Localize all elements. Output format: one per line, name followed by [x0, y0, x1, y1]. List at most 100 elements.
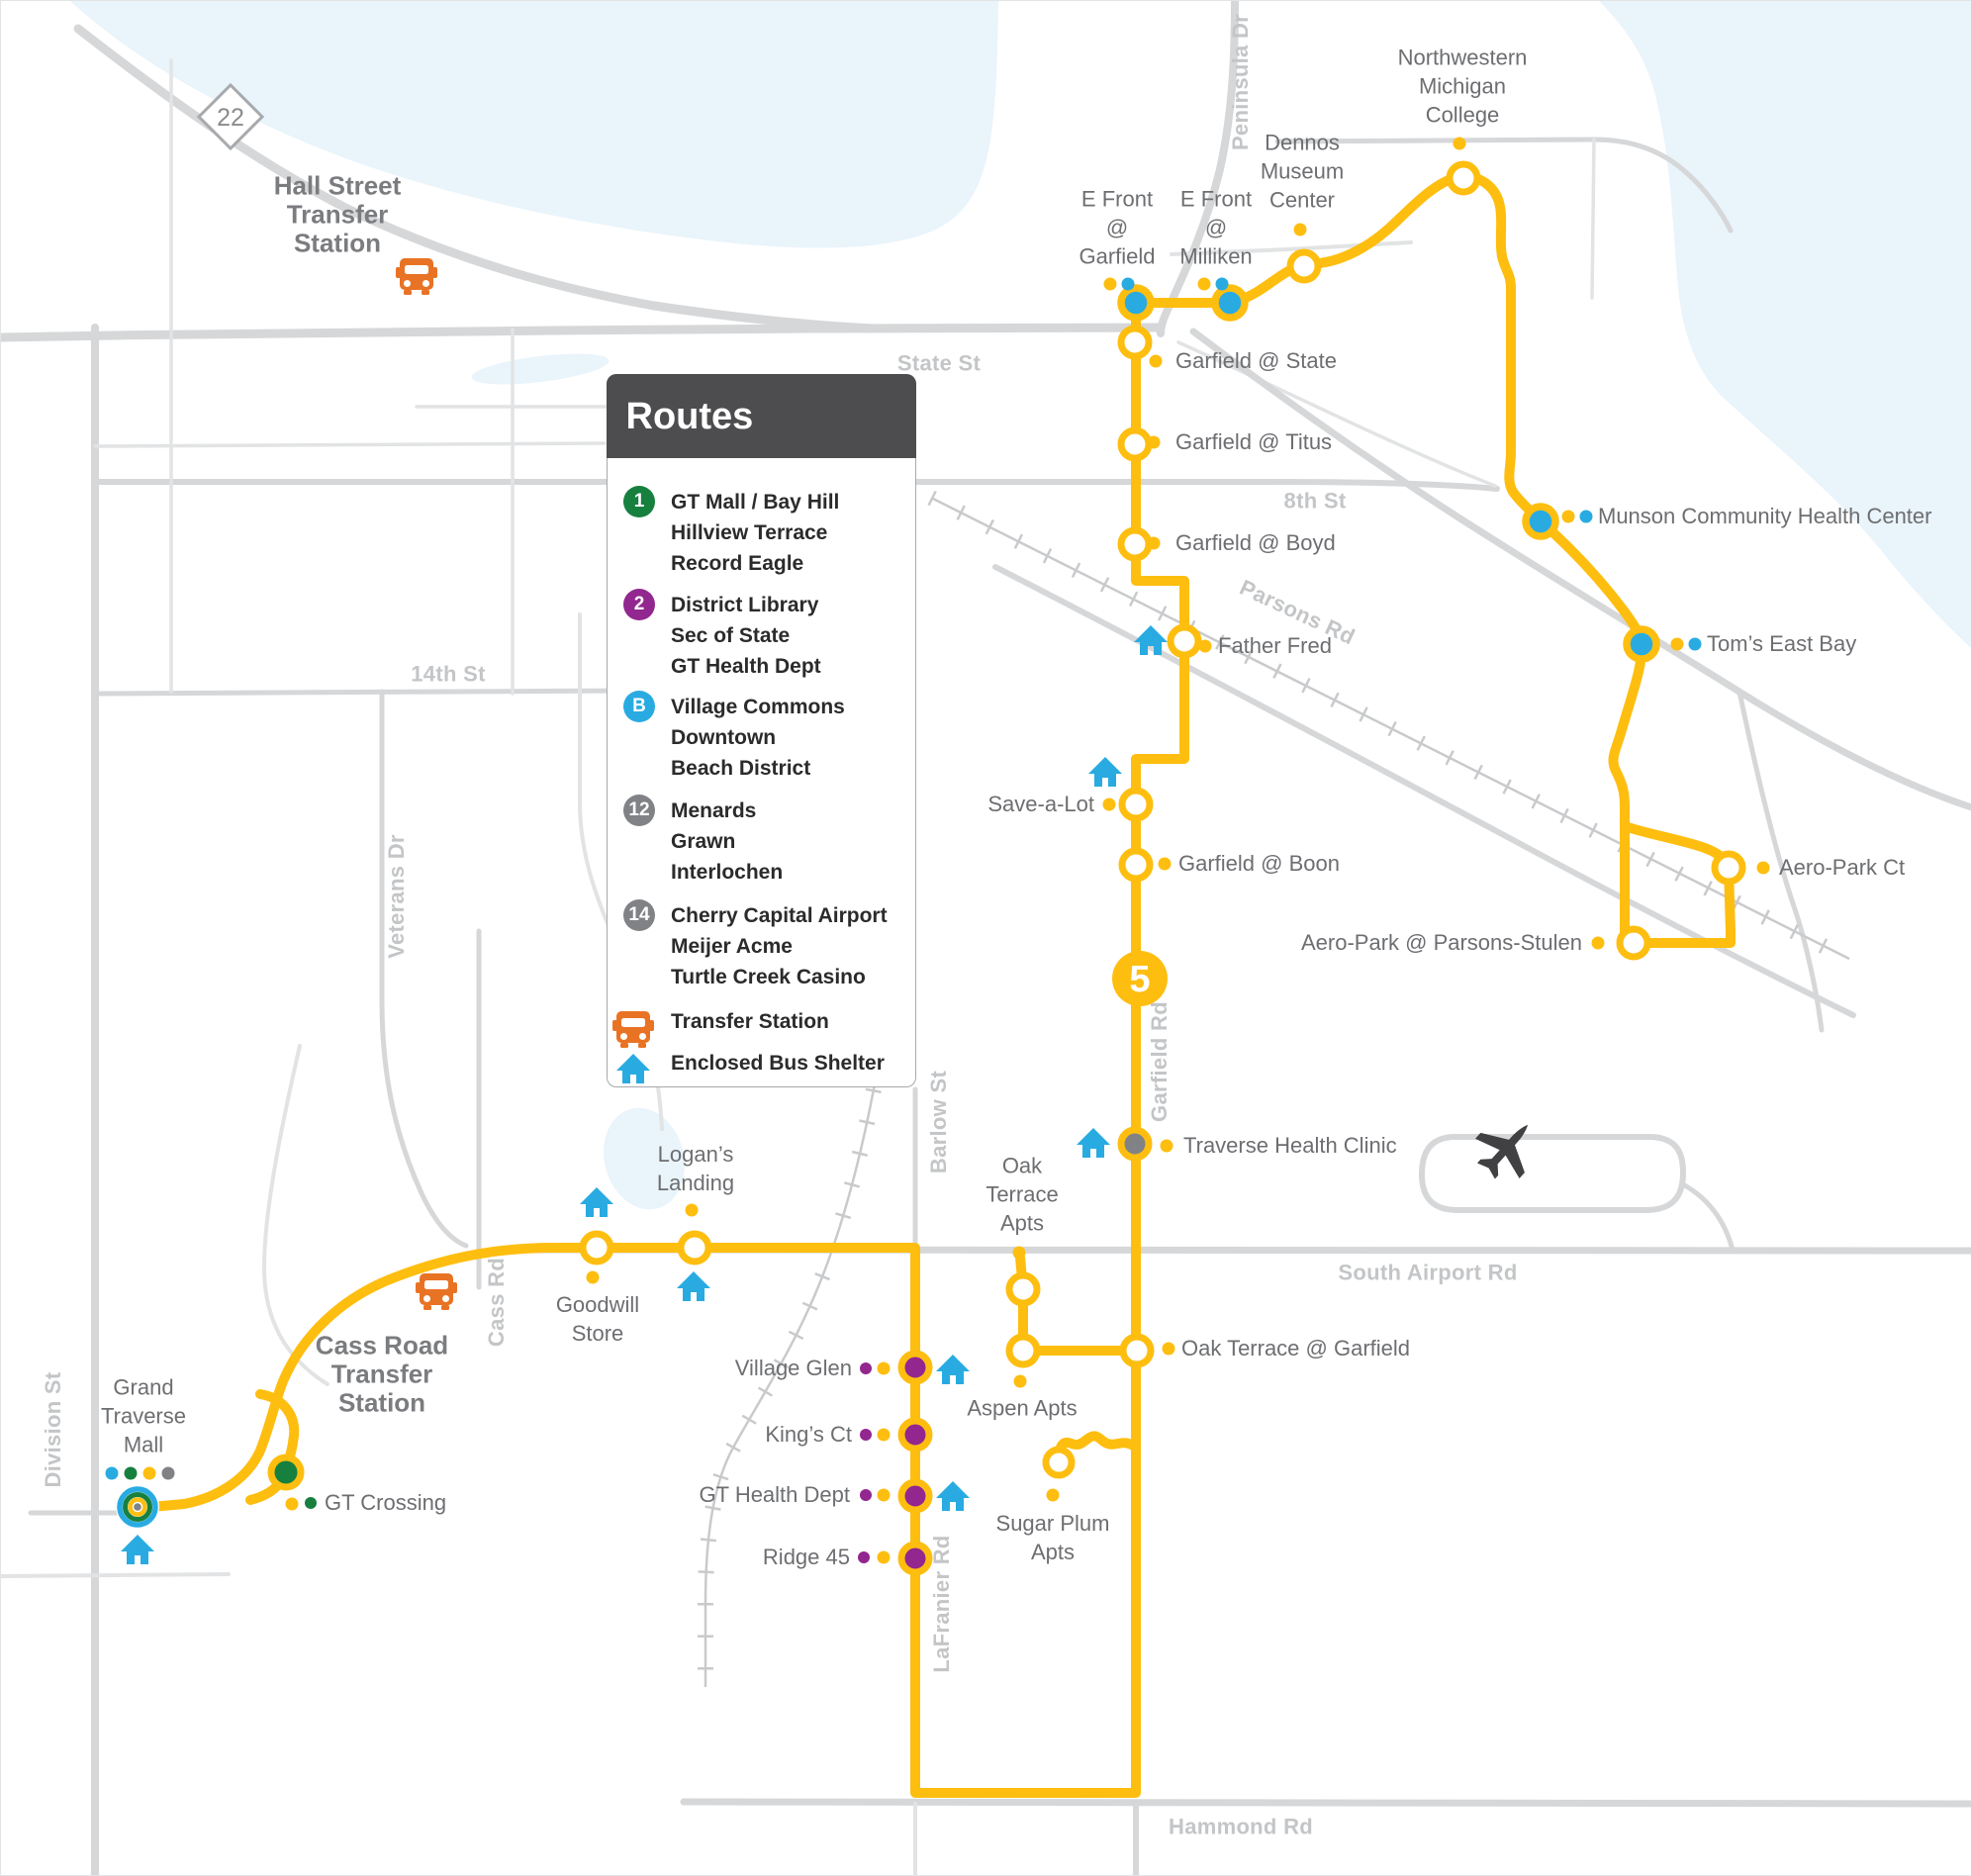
street-label-division: Division St — [41, 1371, 65, 1488]
stop-aspen-south — [1005, 1333, 1041, 1368]
stop-toms-east-bay — [1623, 625, 1660, 663]
stop-label-garfield-state: Garfield @ State — [1175, 348, 1337, 373]
stop-label-toms-east-bay: Tom’s East Bay — [1707, 631, 1857, 656]
stop-logans-landing — [677, 1230, 712, 1266]
route-aspen-branch — [1015, 1253, 1142, 1356]
dot — [1579, 510, 1593, 523]
nmc-road — [1274, 137, 1734, 234]
stop-label-save-a-lot: Save-a-Lot — [987, 792, 1094, 816]
eighth-st-road — [92, 479, 1500, 492]
stop-label-garfield-boyd: Garfield @ Boyd — [1175, 530, 1336, 555]
stop-efront-milliken — [1211, 284, 1249, 322]
dot — [877, 1428, 891, 1442]
dot — [1012, 1246, 1026, 1260]
dot — [877, 1361, 891, 1375]
airport — [1419, 1124, 1736, 1253]
dot — [1147, 536, 1161, 550]
stop-munson — [1522, 503, 1559, 540]
stop-gt-crossing — [267, 1454, 305, 1491]
stop-ridge-45 — [897, 1541, 933, 1576]
route-2-badge: 2 — [623, 589, 655, 620]
bay-road-south — [1736, 689, 1825, 1033]
shelter-icon-save-a-lot — [1088, 757, 1122, 787]
stop-label-garfield-boon: Garfield @ Boon — [1178, 851, 1340, 876]
stop-village-glen — [897, 1350, 933, 1385]
dot — [1121, 277, 1135, 291]
stop-gt-health-dept — [897, 1478, 933, 1514]
dot — [1147, 435, 1161, 449]
highway-22-label: 22 — [217, 104, 244, 132]
stop-aero-park-parsons-stulen — [1616, 925, 1651, 961]
dot — [860, 1489, 872, 1501]
dot — [161, 1466, 175, 1480]
dot — [1198, 639, 1212, 653]
stop-garfield-boyd — [1117, 526, 1153, 562]
railroads — [698, 490, 1853, 1687]
stop-dennos — [1286, 248, 1322, 284]
street-label-barlow: Barlow St — [926, 1070, 951, 1174]
stops — [116, 160, 1746, 1576]
airplane-icon — [1474, 1124, 1529, 1179]
street-label-peninsula: Peninsula Dr — [1228, 13, 1253, 151]
stop-aspen-north — [1005, 1271, 1041, 1307]
dot — [858, 1551, 870, 1563]
dot — [1158, 857, 1172, 871]
dot — [1453, 137, 1466, 150]
route-12-badge: 12 — [623, 795, 655, 826]
nmc-side-road — [1590, 138, 1596, 300]
stop-nmc — [1446, 160, 1481, 196]
shelter-icon-gt-health — [936, 1481, 970, 1511]
dot — [1160, 1139, 1173, 1153]
dot — [1756, 861, 1770, 875]
street-label-garfield: Garfield Rd — [1147, 1001, 1172, 1122]
stop-label-oak-terrace-garfield: Oak Terrace @ Garfield — [1181, 1336, 1411, 1360]
dot — [860, 1362, 872, 1374]
dot — [1102, 797, 1116, 811]
stream — [471, 353, 610, 385]
airport-loop-road — [1419, 1134, 1686, 1213]
dot — [105, 1466, 119, 1480]
diagonal-road — [1176, 340, 1497, 488]
route-nmc-loop — [1225, 171, 1647, 948]
dot — [285, 1497, 299, 1511]
legend-title: Routes — [625, 395, 754, 437]
stop-aero-park-ct — [1711, 850, 1746, 886]
route-sugarplum-branch — [1054, 1431, 1141, 1462]
stop-label-traverse-health-clinic: Traverse Health Clinic — [1183, 1133, 1397, 1158]
stop-label-aero-park-parsons-stulen: Aero-Park @ Parsons-Stulen — [1300, 930, 1582, 955]
dot — [877, 1550, 891, 1564]
west-bay — [70, 1, 998, 248]
stop-garfield-state — [1117, 325, 1153, 360]
cass-transfer-bus-icon — [416, 1273, 457, 1310]
east-bay — [1599, 1, 1971, 649]
mall-south-road — [1, 1572, 231, 1578]
fourteenth-road — [92, 688, 637, 697]
dot — [685, 1203, 699, 1217]
stop-label-gt-crossing: GT Crossing — [325, 1490, 447, 1515]
bus-shelter-icon — [616, 1054, 650, 1083]
veterans-road — [379, 689, 469, 1249]
route22-road — [73, 24, 877, 333]
dot — [1162, 1342, 1175, 1356]
street-label-eighth: 8th St — [1283, 488, 1347, 514]
dot — [1688, 637, 1702, 651]
dot — [1013, 1374, 1027, 1388]
street-label-state: State St — [896, 350, 982, 376]
route-5-badge: 5 — [1112, 951, 1168, 1006]
front-st-road — [1, 323, 1166, 342]
stop-traverse-health-clinic — [1117, 1126, 1153, 1162]
stop-goodwill — [579, 1230, 614, 1266]
logans-pond — [604, 1107, 685, 1210]
street-label-south-airport: South Airport Rd — [1338, 1260, 1518, 1285]
